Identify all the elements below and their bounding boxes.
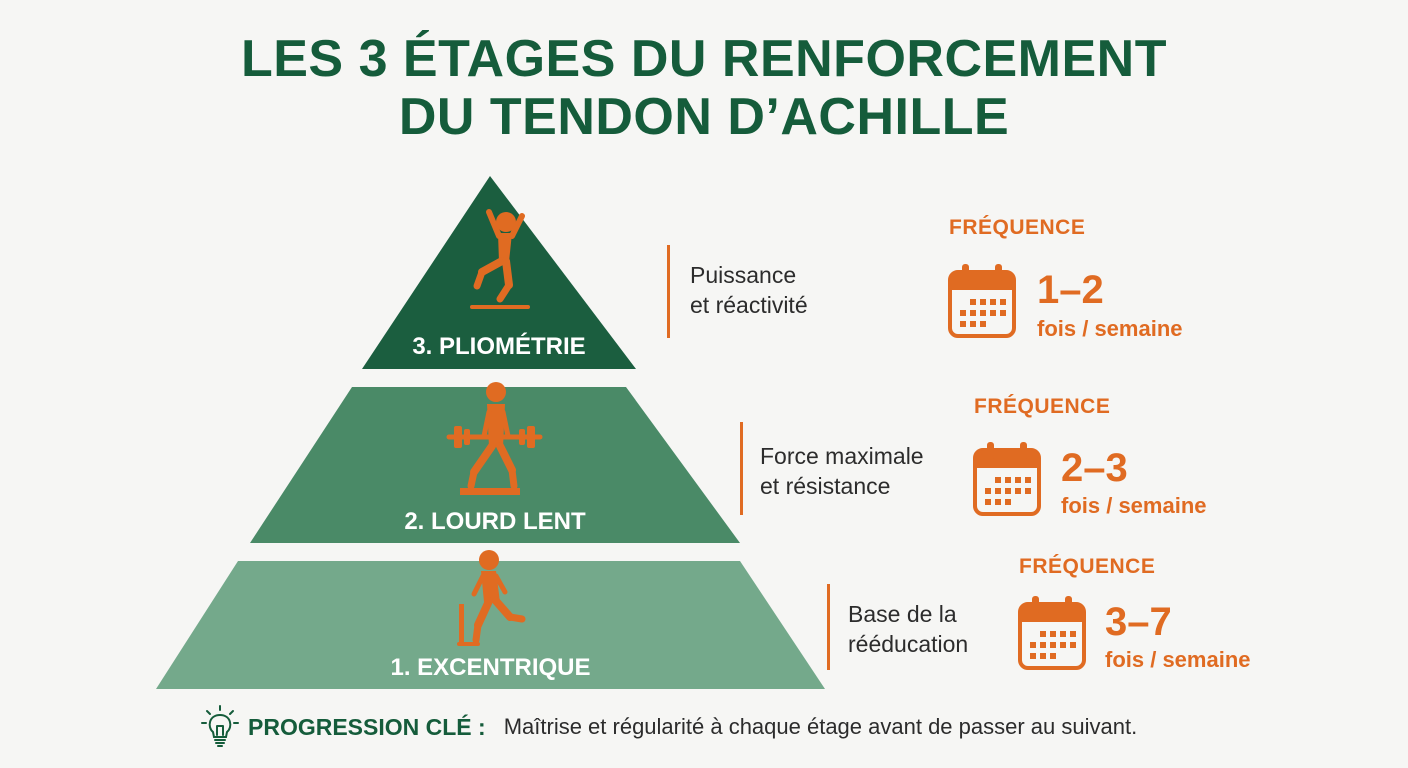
tier-1-label: 1. EXCENTRIQUE [390,654,591,681]
tier-1-description: Base de la rééducation [848,599,968,659]
calendar-icon [1018,596,1086,670]
tier-1-frequency-header: FRÉQUENCE [1019,555,1156,578]
tier-3-shape [362,176,636,369]
tier-2-desc-accent [740,422,743,515]
tier-3-label: 3. PLIOMÉTRIE [412,333,586,360]
tier-3-desc-line-1: Puissance [690,262,797,288]
tier-3-frequency-value: 1–2 [1037,268,1104,312]
jumping-person-icon [470,209,530,309]
tier-2-frequency-unit: fois / semaine [1061,493,1207,518]
tier-3-frequency-unit: fois / semaine [1037,316,1183,341]
title-line-2: DU TENDON D’ACHILLE [398,88,1010,146]
key-progression-message: Maîtrise et régularité à chaque étage av… [503,714,1138,739]
tier-1-desc-line-2: rééducation [848,631,969,657]
key-progression-label: PROGRESSION CLÉ : [248,713,486,740]
page-title: LES 3 ÉTAGES DU RENFORCEMENT DU TENDON D… [0,30,1408,146]
tier-1-frequency-value: 3–7 [1105,600,1172,644]
tier-2-description: Force maximale et résistance [760,441,924,501]
weightlifter-icon [446,382,543,495]
tier-2-label: 2. LOURD LENT [404,508,586,535]
tier-3-desc-line-2: et réactivité [690,292,808,318]
tier-1-desc-line-1: Base de la [848,601,957,627]
tier-3-frequency-header: FRÉQUENCE [949,216,1086,239]
tier-2-desc-line-1: Force maximale [760,443,924,469]
calendar-icon [973,442,1041,516]
calendar-icon [948,264,1016,338]
tier-1-frequency-unit: fois / semaine [1105,647,1251,672]
tier-1-desc-accent [827,584,830,670]
key-progression-note: PROGRESSION CLÉ : Maîtrise et régularité… [200,705,1137,749]
tier-2-frequency-header: FRÉQUENCE [974,395,1111,418]
tier-2-desc-line-2: et résistance [760,473,891,499]
tier-2-shape [250,387,740,543]
lightbulb-icon [201,705,239,747]
tier-1-shape [156,561,825,689]
tier-2-frequency-value: 2–3 [1061,446,1128,490]
step-exercise-icon [457,550,526,646]
title-line-1: LES 3 ÉTAGES DU RENFORCEMENT [240,30,1167,88]
tier-3-desc-accent [667,245,670,338]
tier-3-description: Puissance et réactivité [690,260,808,320]
